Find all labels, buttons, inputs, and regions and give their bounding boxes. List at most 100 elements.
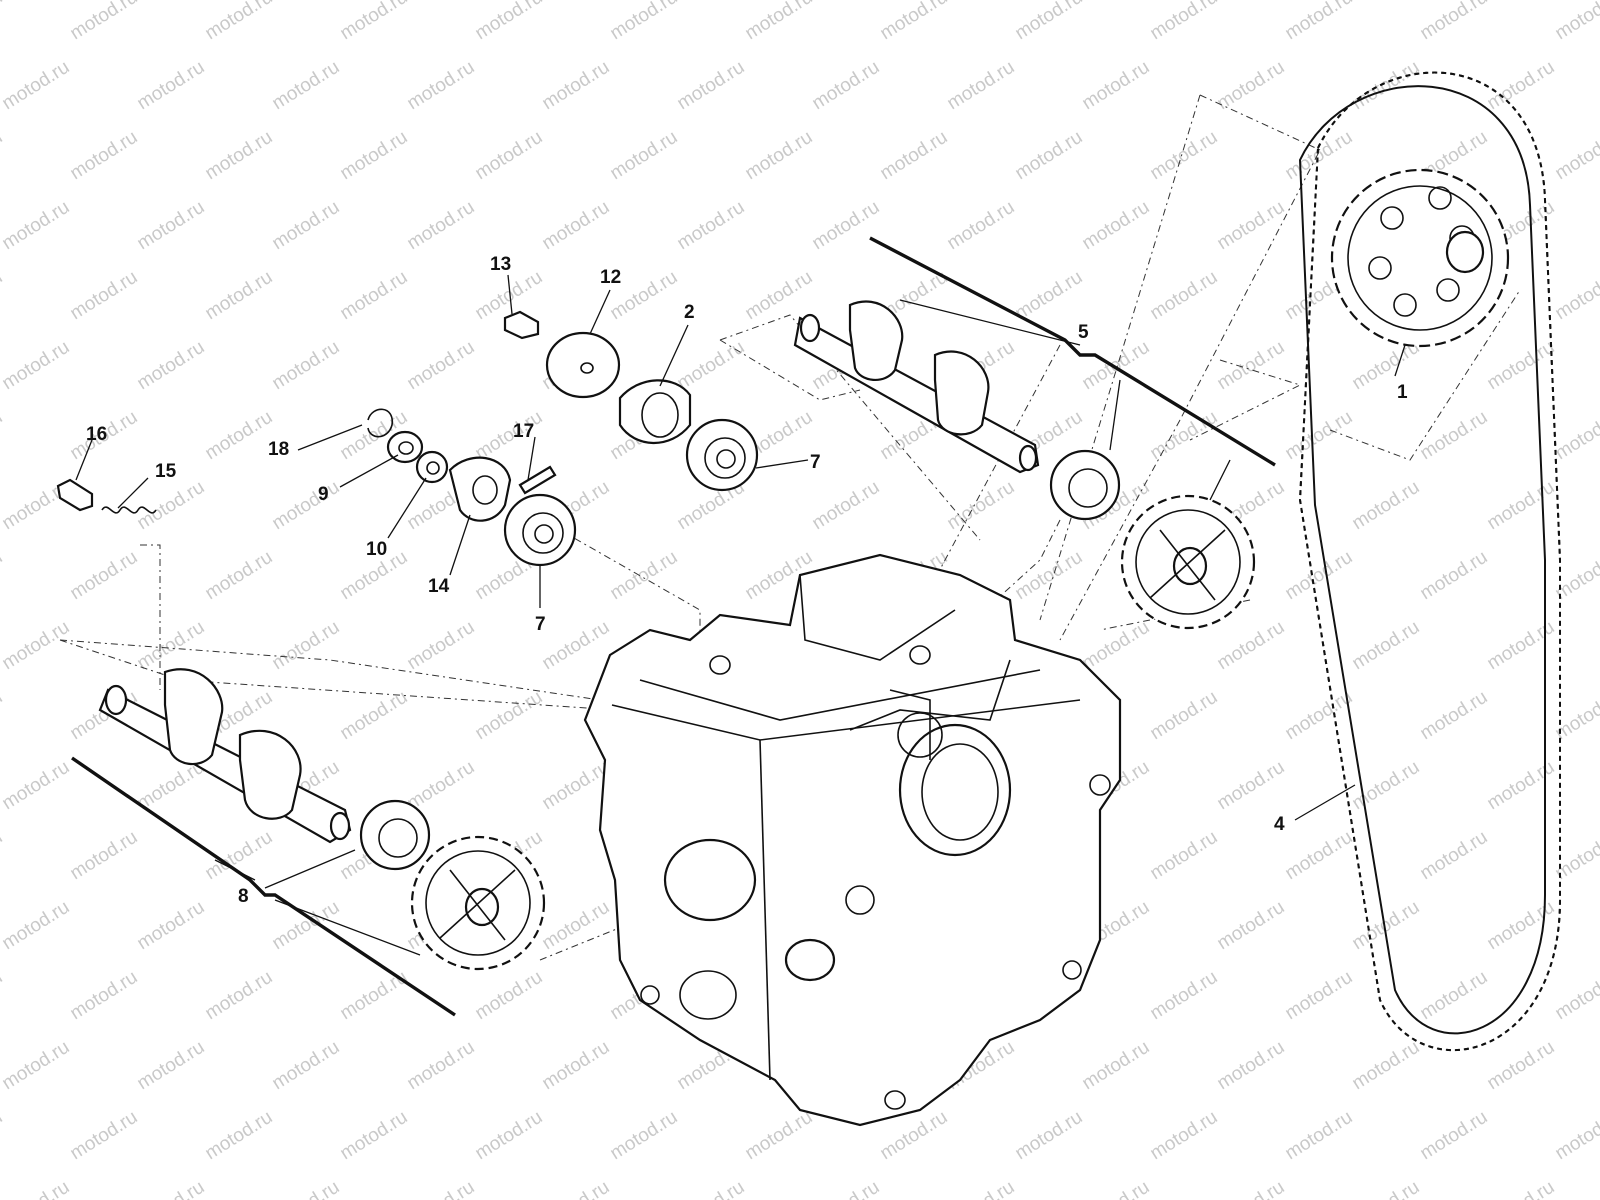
watermark-text: motod.ru — [269, 617, 344, 675]
watermark-text: motod.ru — [1079, 57, 1154, 115]
watermark-text: motod.ru — [1012, 1107, 1087, 1165]
watermark-text: motod.ru — [269, 197, 344, 255]
watermark-text: motod.ru — [1282, 407, 1357, 465]
watermark-text: motod.ru — [1214, 337, 1289, 395]
watermark-text: motod.ru — [202, 127, 277, 185]
watermark-text: motod.ru — [134, 617, 209, 675]
watermark-text: motod.ru — [1552, 687, 1600, 745]
watermark-text: motod.ru — [1417, 407, 1492, 465]
watermark-text: motod.ru — [1079, 1177, 1154, 1200]
sprockets — [410, 168, 1510, 971]
watermark-text: motod.ru — [1147, 827, 1222, 885]
watermark-text: motod.ru — [0, 1037, 73, 1095]
watermark-text: motod.ru — [202, 967, 277, 1025]
callout-14: 14 — [428, 576, 450, 597]
watermark-text: motod.ru — [0, 617, 73, 675]
watermark-text: motod.ru — [0, 57, 73, 115]
watermark-text: motod.ru — [607, 127, 682, 185]
watermark-text: motod.ru — [67, 127, 142, 185]
small-parts — [56, 310, 1121, 871]
watermark-text: motod.ru — [67, 1107, 142, 1165]
watermark-text: motod.ru — [944, 197, 1019, 255]
watermark-text: motod.ru — [1147, 267, 1222, 325]
watermark-text: motod.ru — [337, 127, 412, 185]
watermark-text: motod.ru — [1214, 1177, 1289, 1200]
watermark-text: motod.ru — [472, 687, 547, 745]
watermark-text: motod.ru — [1349, 617, 1424, 675]
watermark-text: motod.ru — [0, 687, 6, 745]
watermark-text: motod.ru — [337, 967, 412, 1025]
watermark-text: motod.ru — [202, 547, 277, 605]
callout-17: 17 — [513, 421, 534, 442]
watermark-text: motod.ru — [607, 1107, 682, 1165]
watermark-text: motod.ru — [1214, 57, 1289, 115]
watermark-text: motod.ru — [1282, 827, 1357, 885]
watermark-text: motod.ru — [944, 57, 1019, 115]
watermark-text: motod.ru — [1552, 407, 1600, 465]
watermark-text: motod.ru — [0, 547, 6, 605]
watermark-text: motod.ru — [269, 57, 344, 115]
watermark-text: motod.ru — [1282, 687, 1357, 745]
watermark-text: motod.ru — [404, 1037, 479, 1095]
watermark-text: motod.ru — [1214, 757, 1289, 815]
callout-16: 16 — [86, 424, 107, 445]
watermark-text: motod.ru — [1417, 687, 1492, 745]
callout-10: 10 — [366, 539, 387, 560]
watermark-text: motod.ru — [1484, 337, 1559, 395]
watermark-text: motod.ru — [1147, 1107, 1222, 1165]
callout-15: 15 — [155, 461, 177, 482]
watermark-text: motod.ru — [607, 0, 682, 44]
watermark-text: motod.ru — [134, 57, 209, 115]
watermark-text: motod.ru — [1214, 897, 1289, 955]
watermark-text: motod.ru — [0, 967, 6, 1025]
watermark-text: motod.ru — [539, 1177, 614, 1200]
watermark-text: motod.ru — [1417, 547, 1492, 605]
watermark-text: motod.ru — [472, 407, 547, 465]
watermark-text: motod.ru — [134, 477, 209, 535]
watermark-text: motod.ru — [67, 827, 142, 885]
watermark-text: motod.ru — [0, 0, 6, 44]
watermark-text: motod.ru — [0, 897, 73, 955]
watermark-text: motod.ru — [742, 1107, 817, 1165]
watermark-text: motod.ru — [1349, 1177, 1424, 1200]
watermark-text: motod.ru — [1147, 127, 1222, 185]
watermark-text: motod.ru — [0, 267, 6, 325]
watermark-text: motod.ru — [674, 197, 749, 255]
callouts: 1 2 4 5 7 7 8 9 10 12 13 14 15 16 17 18 — [86, 254, 1408, 907]
watermark-text: motod.ru — [472, 0, 547, 44]
watermark-text: motod.ru — [1417, 827, 1492, 885]
watermark-text: motod.ru — [1214, 1037, 1289, 1095]
watermark-text: motod.ru — [1552, 1107, 1600, 1165]
watermark-text: motod.ru — [1282, 127, 1357, 185]
timing-chain — [1298, 71, 1561, 1052]
watermark-text: motod.ru — [539, 57, 614, 115]
watermark-text: motod.ru — [1349, 757, 1424, 815]
callout-8: 8 — [238, 886, 249, 907]
watermark-text: motod.ru — [337, 687, 412, 745]
callout-7-lower: 7 — [535, 614, 546, 635]
watermark-text: motod.ru — [472, 967, 547, 1025]
watermark-text: motod.ru — [1417, 0, 1492, 44]
watermark-text: motod.ru — [337, 0, 412, 44]
callout-18: 18 — [268, 439, 289, 460]
watermark-text: motod.ru — [0, 757, 73, 815]
watermark-text: motod.ru — [1214, 197, 1289, 255]
watermark-text: motod.ru — [1147, 687, 1222, 745]
watermark-text: motod.ru — [1282, 0, 1357, 44]
watermark-text: motod.ru — [1282, 1107, 1357, 1165]
watermark-text: motod.ru — [404, 1177, 479, 1200]
watermark-text: motod.ru — [539, 617, 614, 675]
callout-2: 2 — [684, 302, 695, 323]
watermark-text: motod.ru — [0, 197, 73, 255]
watermark-text: motod.ru — [742, 127, 817, 185]
watermark-text: motod.ru — [1147, 967, 1222, 1025]
watermark-text: motod.ru — [134, 337, 209, 395]
watermark-text: motod.ru — [0, 127, 6, 185]
watermark-text: motod.ru — [809, 1177, 884, 1200]
watermark-text: motod.ru — [1484, 477, 1559, 535]
watermark-text: motod.ru — [1282, 547, 1357, 605]
callout-4: 4 — [1274, 814, 1285, 835]
watermark-text: motod.ru — [269, 897, 344, 955]
